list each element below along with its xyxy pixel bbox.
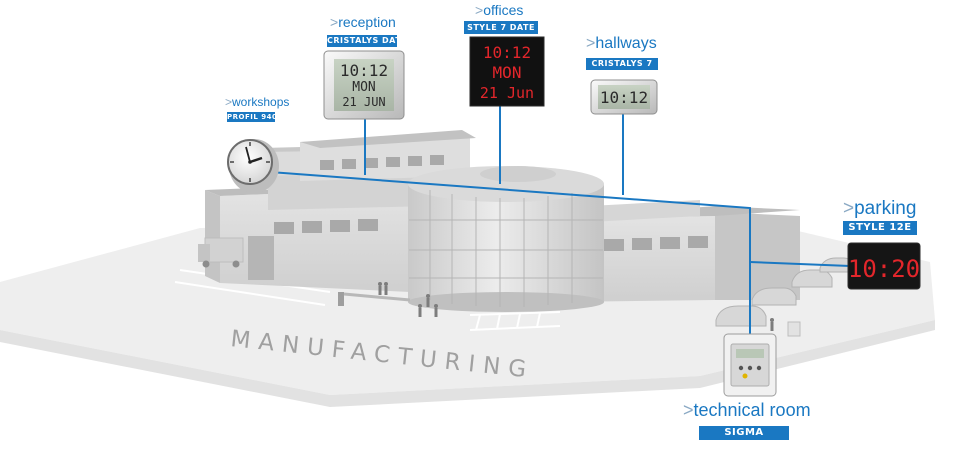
hallways-prefix: >	[586, 35, 596, 52]
reception-label: >reception	[330, 14, 396, 30]
parking-prefix: >	[843, 198, 855, 219]
reception-clock-time: 10:12	[340, 61, 388, 80]
technical-room-prefix: >	[683, 400, 694, 420]
workshops-label: >workshops	[225, 95, 289, 109]
master-clock-icon	[723, 333, 777, 397]
workshops-name: workshops	[232, 95, 290, 109]
building-cylinder	[408, 166, 604, 312]
technical-room-label: >technical room	[683, 400, 811, 421]
hallways-label: >hallways	[586, 35, 657, 53]
parking-name: parking	[854, 198, 917, 219]
technical-room-name: technical room	[693, 400, 811, 420]
offices-label: >offices	[475, 2, 523, 18]
entrance-barrier	[338, 292, 411, 306]
parking-clock: 10:20	[847, 242, 921, 290]
reception-clock: 10:12 MON 21 JUN	[323, 50, 405, 120]
analog-clock-icon	[227, 139, 279, 193]
hallways-clock-time: 10:12	[600, 88, 648, 107]
hallways-clock: 10:12	[590, 79, 658, 115]
offices-model-badge: STYLE 7 DATE	[464, 21, 538, 34]
parking-clock-time: 10:20	[848, 255, 920, 283]
offices-prefix: >	[475, 2, 484, 18]
reception-prefix: >	[330, 14, 339, 30]
reception-clock-date: 21 JUN	[342, 95, 385, 109]
offices-clock-day: MON	[493, 63, 522, 82]
hallways-model-badge: CRISTALYS 7	[586, 58, 658, 70]
offices-clock-time: 10:12	[483, 43, 531, 62]
people	[378, 282, 774, 331]
reception-name: reception	[338, 14, 396, 30]
parking-label: >parking	[843, 198, 916, 220]
building-left-wing	[205, 130, 476, 292]
offices-clock: 10:12 MON 21 Jun	[469, 36, 545, 107]
parking-model-badge: STYLE 12E	[843, 221, 917, 235]
offices-name: offices	[483, 2, 524, 18]
reception-model-badge: CRISTALYS DATE	[327, 35, 408, 47]
reception-clock-day: MON	[352, 80, 375, 95]
workshops-model-badge: PROFIL 940E	[227, 112, 283, 122]
technical-room-model-badge: SIGMA	[699, 426, 789, 440]
truck	[198, 237, 244, 268]
offices-clock-date: 21 Jun	[480, 84, 534, 102]
workshops-prefix: >	[225, 95, 233, 109]
hallways-name: hallways	[595, 35, 657, 52]
ticket-kiosk	[787, 321, 801, 337]
network-wiring	[269, 105, 851, 342]
